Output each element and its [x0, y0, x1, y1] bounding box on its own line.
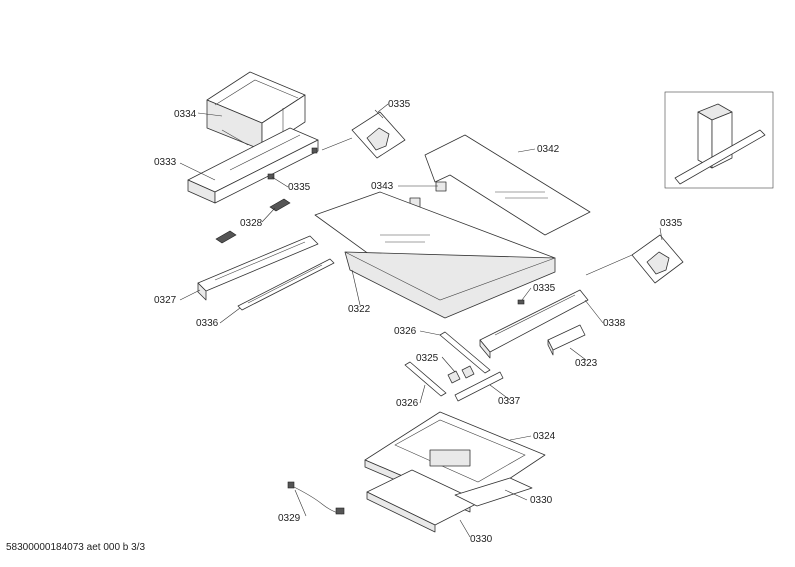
- part-0327-bracket: [197, 235, 319, 301]
- label-0343: 0343: [371, 181, 394, 192]
- part-0334-filter-box: [206, 71, 306, 151]
- label-0330-right: 0330: [530, 495, 553, 506]
- label-0328: 0328: [240, 218, 263, 229]
- label-0324: 0324: [533, 431, 556, 442]
- part-0335-clip-detail-right: [631, 227, 684, 284]
- label-0335-right: 0335: [533, 283, 556, 294]
- drawing-number: 58300000184073 aet 000 b 3/3: [6, 542, 146, 553]
- label-0325: 0325: [416, 353, 439, 364]
- part-0322-hood-body: [314, 191, 556, 319]
- leader-lines: [179, 103, 604, 538]
- label-0335-clip: 0335: [288, 182, 311, 193]
- label-0335-top: 0335: [388, 99, 411, 110]
- part-0326-bars: [404, 331, 491, 397]
- part-0325-hinges: [447, 365, 475, 384]
- part-labels: 0334 0335 0333 0335 0328 0343 0342 0327 …: [154, 99, 683, 545]
- part-0343-small-box: [409, 181, 447, 208]
- part-0336-rail: [237, 258, 335, 311]
- inset-chimney-detail: [664, 91, 774, 189]
- label-0338: 0338: [603, 318, 626, 329]
- label-0333: 0333: [154, 157, 177, 168]
- part-0333-housing: [187, 127, 319, 204]
- label-0334: 0334: [174, 109, 197, 120]
- part-0338-bracket: [479, 254, 633, 359]
- part-0329-cable: [287, 481, 345, 515]
- label-0323: 0323: [575, 358, 598, 369]
- label-0329: 0329: [278, 513, 301, 524]
- part-0323-control-module: [547, 324, 586, 356]
- label-0326-bottom: 0326: [396, 398, 419, 409]
- part-0335-clip-detail: [321, 109, 406, 159]
- label-0335-right-inset: 0335: [660, 218, 683, 229]
- part-0337-bracket: [454, 371, 504, 402]
- label-0337: 0337: [498, 396, 521, 407]
- label-0322: 0322: [348, 304, 371, 315]
- label-0336: 0336: [196, 318, 219, 329]
- part-0342-top-panel: [424, 134, 591, 236]
- label-0342: 0342: [537, 144, 560, 155]
- label-0330-bottom: 0330: [470, 534, 493, 545]
- part-0330-panels: [366, 469, 533, 533]
- label-0326-top: 0326: [394, 326, 417, 337]
- label-0327: 0327: [154, 295, 177, 306]
